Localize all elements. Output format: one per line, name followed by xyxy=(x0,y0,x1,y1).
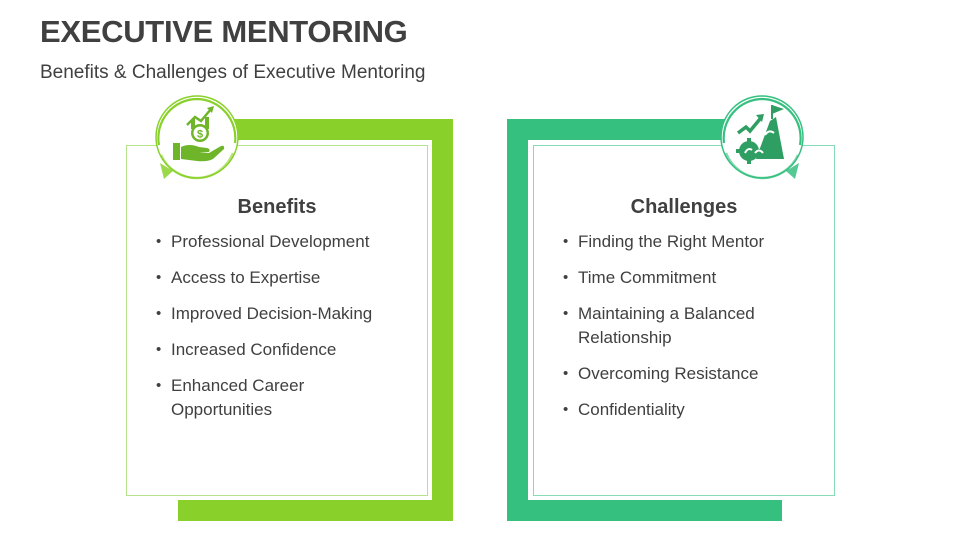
benefits-card: Benefits Professional Development Access… xyxy=(126,145,428,496)
challenges-icon-badge xyxy=(712,87,812,187)
list-item: Improved Decision-Making xyxy=(156,302,416,326)
svg-text:$: $ xyxy=(197,129,203,141)
hand-money-growth-icon: $ xyxy=(155,95,239,180)
list-item: Overcoming Resistance xyxy=(563,362,823,386)
list-item: Confidentiality xyxy=(563,398,823,422)
list-item: Time Commitment xyxy=(563,266,823,290)
benefits-heading: Benefits xyxy=(237,196,317,218)
challenges-heading: Challenges xyxy=(630,196,738,218)
benefits-list: Professional Development Access to Exper… xyxy=(156,230,416,434)
page-subtitle: Benefits & Challenges of Executive Mento… xyxy=(40,62,426,83)
benefits-icon-badge: $ xyxy=(147,87,247,187)
list-item: Professional Development xyxy=(156,230,416,254)
mountain-flag-gear-icon xyxy=(720,95,804,180)
list-item: Enhanced Career Opportunities xyxy=(156,374,331,422)
list-item: Access to Expertise xyxy=(156,266,416,290)
page-title: EXECUTIVE MENTORING xyxy=(40,14,408,49)
list-item: Increased Confidence xyxy=(156,338,416,362)
challenges-card: Challenges Finding the Right Mentor Time… xyxy=(533,145,835,496)
challenges-list: Finding the Right Mentor Time Commitment… xyxy=(563,230,823,434)
list-item: Finding the Right Mentor xyxy=(563,230,823,254)
list-item: Maintaining a Balanced Relationship xyxy=(563,302,778,350)
